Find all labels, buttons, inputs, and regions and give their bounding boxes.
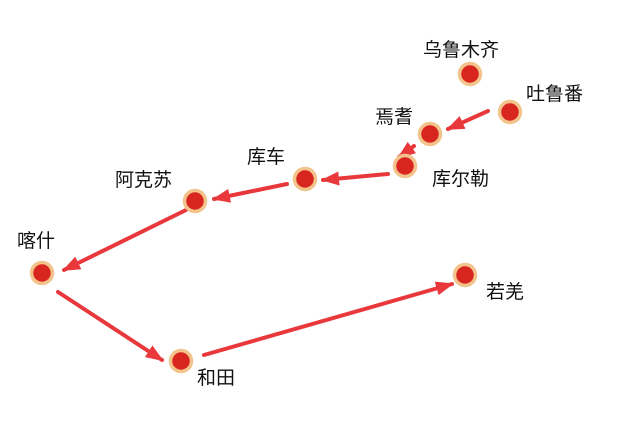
arrow-aksu-to-kashgar xyxy=(62,208,188,272)
city-labels: 乌鲁木齐 吐鲁番 焉耆 库尔勒 库车 阿克苏 喀什 和田 若羌 xyxy=(17,39,583,389)
city-marker-turpan xyxy=(497,99,523,125)
city-marker-kuqa xyxy=(292,166,318,192)
city-label-kashgar: 喀什 xyxy=(17,230,55,252)
city-marker-korla xyxy=(392,153,418,179)
city-label-yanqi: 焉耆 xyxy=(375,106,413,128)
city-label-ruoqiang: 若羌 xyxy=(486,281,524,303)
arrow-kashgar-to-hotan xyxy=(56,290,164,362)
city-marker-ruoqiang xyxy=(452,262,478,288)
city-marker-hotan xyxy=(168,348,194,374)
city-marker-aksu xyxy=(182,188,208,214)
arrow-korla-to-kuqa xyxy=(321,171,390,186)
city-label-aksu: 阿克苏 xyxy=(115,169,172,191)
route-arrows xyxy=(56,109,490,362)
city-markers xyxy=(29,61,523,374)
city-marker-kashgar xyxy=(29,260,55,286)
arrow-hotan-to-ruoqiang xyxy=(202,281,454,357)
arrow-turpan-to-yanqi xyxy=(446,109,490,131)
city-label-turpan: 吐鲁番 xyxy=(526,83,583,105)
city-marker-urumqi xyxy=(457,61,483,87)
city-label-urumqi: 乌鲁木齐 xyxy=(423,39,499,61)
city-label-hotan: 和田 xyxy=(197,367,235,389)
city-marker-yanqi xyxy=(417,121,443,147)
arrow-kuqa-to-aksu xyxy=(212,182,289,203)
city-label-kuqa: 库车 xyxy=(247,146,285,168)
city-label-korla: 库尔勒 xyxy=(432,168,489,190)
